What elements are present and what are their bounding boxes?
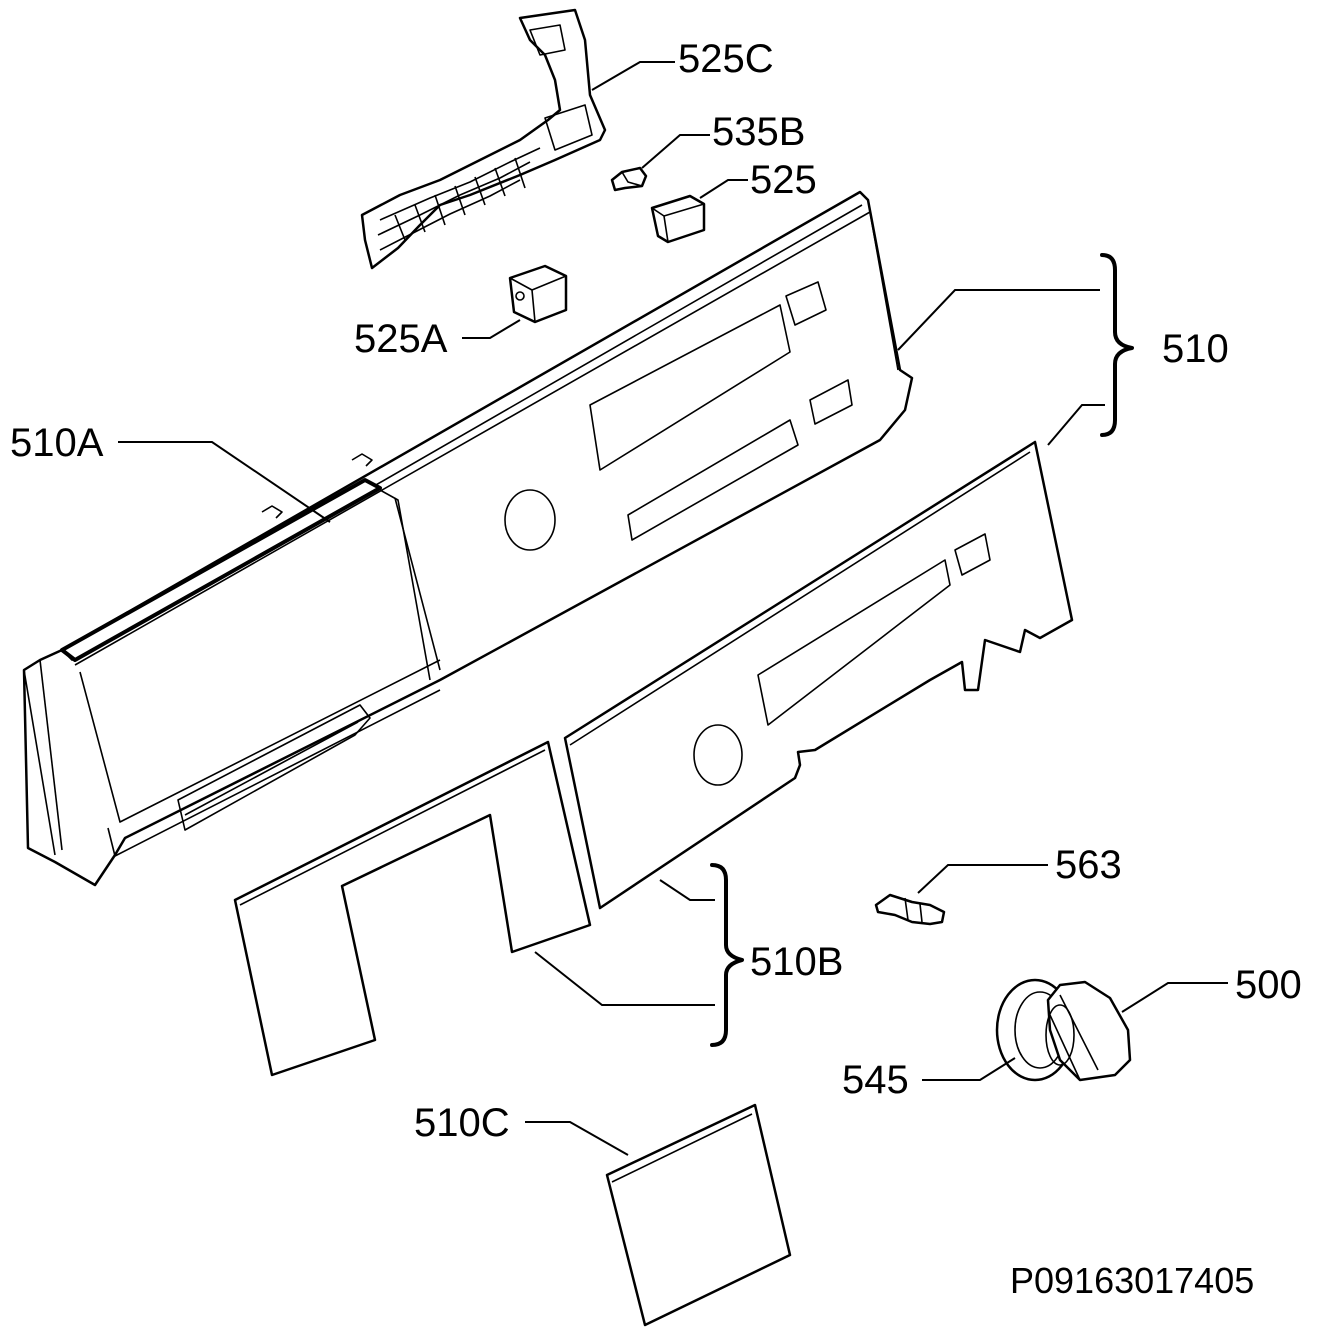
part-525C-board: [360, 8, 607, 270]
part-535B-clip: [610, 166, 648, 192]
label-535B: 535B: [712, 110, 805, 154]
part-563-pin: [874, 893, 946, 926]
leader-563: [917, 864, 1048, 894]
part-525A-push-button: [508, 264, 568, 324]
label-545: 545: [842, 1058, 909, 1102]
part-500-knob: [1045, 980, 1132, 1082]
part-510B-foil-left: [233, 740, 592, 1077]
part-510-control-panel: [22, 190, 914, 887]
leader-545: [922, 1057, 1016, 1081]
leader-510B-upper: [659, 879, 715, 901]
part-510C-foil: [605, 1103, 792, 1327]
leader-lines: [118, 61, 1228, 1156]
label-525C: 525C: [678, 37, 774, 81]
label-510C: 510C: [414, 1101, 510, 1145]
document-id: P09163017405: [1010, 1260, 1254, 1301]
leader-510-lower: [1047, 404, 1105, 446]
leader-500: [1121, 982, 1228, 1013]
callout-labels: 525C 535B 525 525A 510 510A 563 510B 500…: [10, 37, 1302, 1145]
brace-510B: [710, 863, 744, 1047]
brace-510: [1100, 253, 1134, 437]
leader-525C: [591, 61, 675, 91]
leader-510-upper: [897, 289, 1100, 351]
leader-525A: [462, 319, 521, 339]
leader-535B: [641, 134, 710, 169]
label-510B: 510B: [750, 940, 843, 984]
leader-510A: [118, 441, 331, 523]
part-525-button: [650, 194, 706, 244]
leader-525: [699, 179, 748, 199]
label-500: 500: [1235, 963, 1302, 1007]
label-510: 510: [1162, 327, 1229, 371]
leader-510C: [525, 1121, 629, 1156]
label-563: 563: [1055, 843, 1122, 887]
leader-510B-lower: [534, 951, 715, 1006]
label-510A: 510A: [10, 421, 104, 465]
label-525: 525: [750, 158, 817, 202]
label-525A: 525A: [354, 317, 448, 361]
part-510B-foil-right: [563, 440, 1074, 910]
